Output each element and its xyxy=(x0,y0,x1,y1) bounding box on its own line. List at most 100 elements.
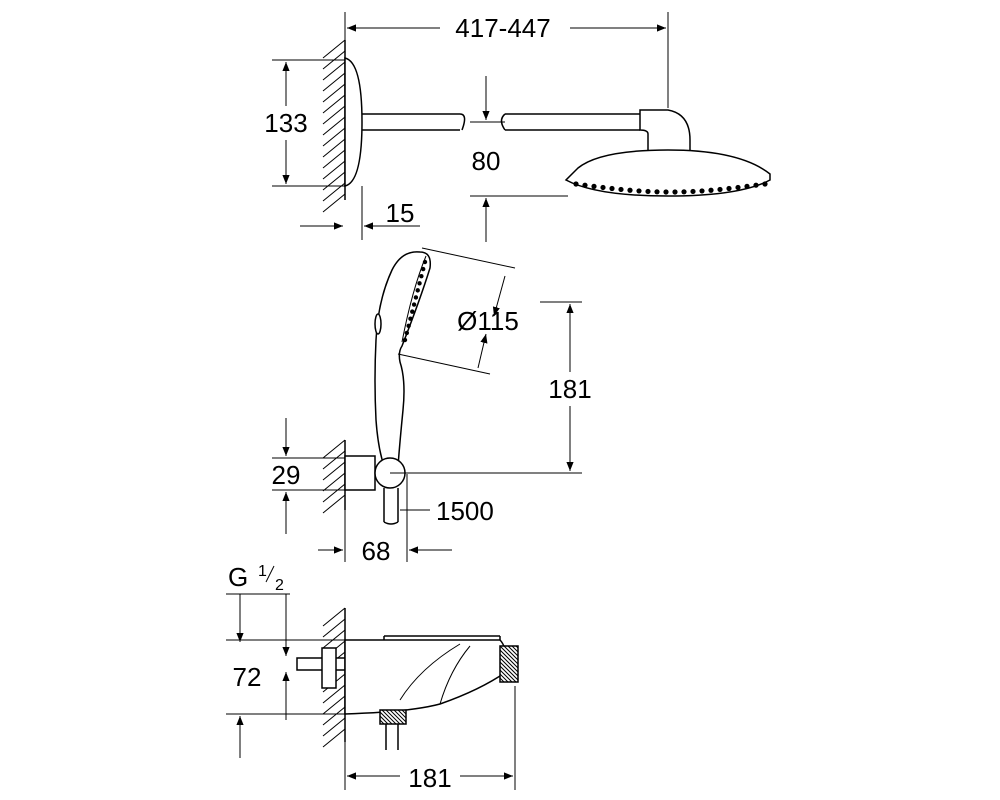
head-nozzle xyxy=(744,183,750,189)
head-nozzle xyxy=(726,185,732,192)
wall-hatch-mid xyxy=(322,439,346,514)
head-shower-view: 417-447 133 80 15 xyxy=(255,12,771,242)
dim-arm-length: 417-447 xyxy=(455,13,550,43)
hatch-line xyxy=(322,72,346,92)
hatch-line xyxy=(322,728,346,748)
head-nozzle xyxy=(717,186,723,193)
hand-nozzle xyxy=(420,266,426,272)
head-nozzle xyxy=(753,182,759,188)
head-nozzle xyxy=(672,189,678,195)
hatch-line xyxy=(322,618,346,638)
hatch-line xyxy=(322,105,346,125)
knurl-line xyxy=(499,677,505,683)
knurl-line xyxy=(499,665,517,683)
hatch-line xyxy=(322,83,346,103)
head-nozzle xyxy=(627,187,633,193)
knurl-line xyxy=(515,645,519,649)
head-nozzle xyxy=(636,188,642,194)
wall-flange xyxy=(344,57,363,187)
knurl-line xyxy=(397,709,407,719)
knurl-line xyxy=(379,719,385,725)
hatch-line xyxy=(322,695,346,715)
hatch-line xyxy=(322,171,346,191)
hatch-line xyxy=(322,193,346,213)
dim-thread-letter: G xyxy=(228,562,248,592)
dim-head-drop: 80 xyxy=(472,146,501,176)
hatch-line xyxy=(322,160,346,180)
hand-nozzle xyxy=(415,288,420,293)
hatch-line xyxy=(322,684,346,704)
knurl-line xyxy=(401,709,407,715)
head-nozzle xyxy=(645,188,651,195)
head-nozzle xyxy=(618,186,624,193)
knurl-line xyxy=(507,645,519,657)
thermostat-view: G 1 2 72 181 xyxy=(226,562,519,794)
dim-valve-depth: 181 xyxy=(408,763,451,793)
hatch-line xyxy=(322,706,346,726)
hatch-line xyxy=(322,61,346,81)
knurl-line xyxy=(393,709,407,723)
thermostat-body xyxy=(344,639,507,715)
hand-nozzle xyxy=(413,295,419,300)
hatch-line xyxy=(322,629,346,649)
knurl-line xyxy=(379,715,389,725)
head-nozzle xyxy=(609,185,615,192)
head-nozzle xyxy=(654,189,660,195)
dim-valve-height: 72 xyxy=(233,662,262,692)
head-nozzle xyxy=(708,187,714,193)
hatch-line xyxy=(322,717,346,737)
shower-arm xyxy=(362,109,691,153)
knurl-line xyxy=(503,645,519,661)
hatch-line xyxy=(322,472,346,492)
head-nozzle xyxy=(690,188,696,195)
hatch-line xyxy=(322,116,346,136)
knurl-line xyxy=(499,669,513,683)
head-nozzle xyxy=(735,184,741,191)
hatch-line xyxy=(322,149,346,169)
head-nozzle xyxy=(681,189,687,195)
knurl-line xyxy=(499,661,519,681)
hand-nozzle xyxy=(406,323,411,329)
hand-nozzle xyxy=(410,309,415,314)
dim-hand-shower-diameter: Ø115 xyxy=(457,306,519,336)
hand-nozzle xyxy=(422,259,428,265)
dim-holder-depth: 68 xyxy=(362,536,391,566)
hatch-line xyxy=(322,39,346,59)
dim-flange-depth: 15 xyxy=(386,198,415,228)
hatch-line xyxy=(322,494,346,514)
hatch-line xyxy=(322,607,346,627)
hatch-line xyxy=(322,94,346,114)
dim-hand-shower-length: 181 xyxy=(548,374,591,404)
dim-head-height: 133 xyxy=(264,108,307,138)
head-nozzle xyxy=(600,184,606,191)
head-nozzle xyxy=(663,189,669,195)
hatch-line xyxy=(322,483,346,503)
dim-holder-height: 29 xyxy=(272,460,301,490)
knurl-line xyxy=(381,709,397,725)
hand-nozzle xyxy=(404,330,410,336)
hatch-line xyxy=(322,127,346,147)
hatch-line xyxy=(322,439,346,459)
dim-thread-numerator: 1 xyxy=(258,563,267,580)
hand-shower-view: Ø115 181 29 1500 68 xyxy=(272,247,600,566)
knurl-line xyxy=(499,657,519,677)
knurl-line xyxy=(389,709,405,725)
knurl-line xyxy=(499,673,509,683)
dim-hose-length: 1500 xyxy=(436,496,494,526)
knurl-line xyxy=(499,649,519,669)
head-nozzle xyxy=(573,181,579,187)
hand-nozzle xyxy=(419,273,424,279)
hatch-line xyxy=(322,138,346,158)
shower-head xyxy=(564,149,771,197)
knurl-line xyxy=(499,645,519,665)
head-nozzle xyxy=(591,183,597,189)
knurl-line xyxy=(511,645,519,653)
dim-thread-denominator: 2 xyxy=(275,577,284,594)
head-nozzle xyxy=(699,188,705,194)
inlet-pipe xyxy=(296,657,346,671)
hatch-line xyxy=(322,461,346,481)
head-nozzle xyxy=(582,182,588,188)
knurl-line xyxy=(499,653,519,673)
knurl-line xyxy=(385,709,401,725)
